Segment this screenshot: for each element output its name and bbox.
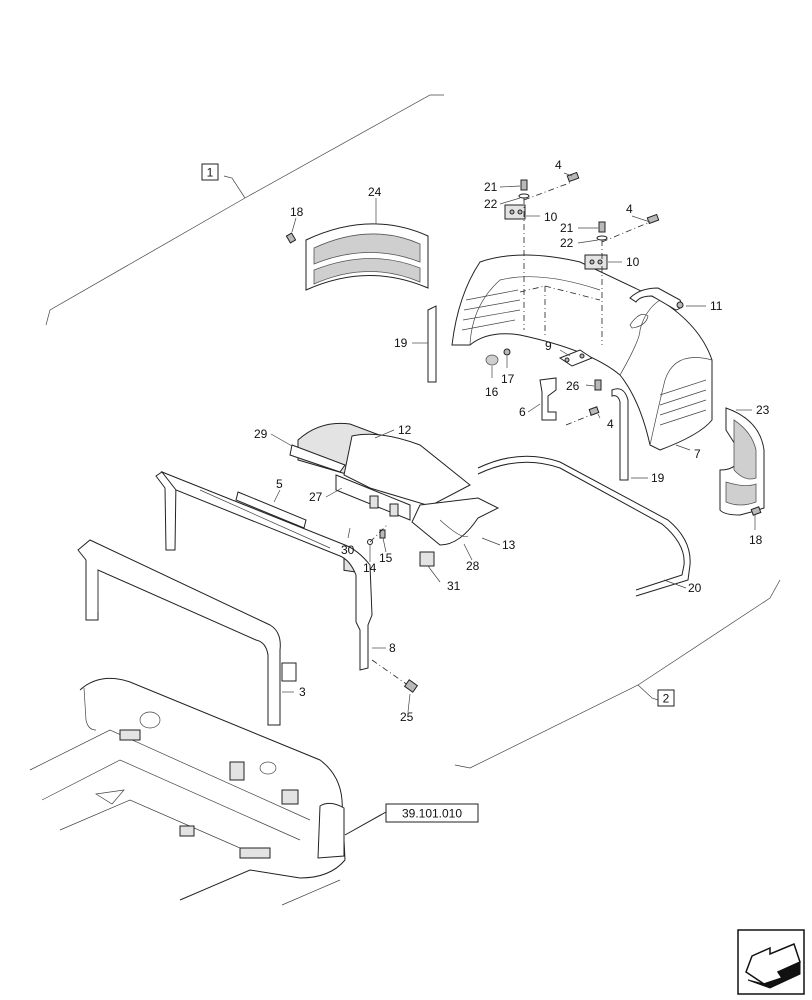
callout-21-mid: 21 [560,221,574,235]
callout-8: 8 [389,641,396,655]
callout-numbers: 4 21 22 10 4 21 22 10 11 24 18 19 9 16 1… [254,158,770,724]
seal-strip-left [427,305,437,383]
callout-11: 11 [710,299,723,313]
callout-22-mid: 22 [560,236,574,250]
callout-16: 16 [485,385,499,399]
support-frame-outer [77,539,297,726]
callout-box-2: 2 [657,689,675,707]
callout-31: 31 [447,579,461,593]
group-1-boundary [45,94,444,326]
callout-18-right: 18 [749,533,763,547]
rubber-pad-31 [419,551,435,567]
callout-23: 23 [756,403,770,417]
reference-box[interactable]: 39.101.010 [385,803,479,823]
callout-29: 29 [254,427,268,441]
arrow-back-icon[interactable] [737,929,805,995]
callout-7: 7 [694,447,701,461]
callout-21-top: 21 [484,180,498,194]
callout-27: 27 [309,490,323,504]
callout-18-left: 18 [290,205,304,219]
reference-label: 39.101.010 [402,807,462,821]
rubber-stop [485,348,511,366]
pad-mount [335,474,411,521]
bolt-25 [403,679,419,693]
lower-cover [411,497,500,546]
callout-22-top: 22 [484,197,498,211]
bolt-upper [518,171,580,330]
callout-6: 6 [519,405,526,419]
bolt-lower [596,213,660,345]
callout-4-low: 4 [607,417,614,431]
hinge-upper [504,204,526,220]
screw-left [285,232,297,244]
support-frame-inner [155,470,413,689]
group-2-boundary [454,579,781,769]
callout-9: 9 [545,339,552,353]
callout-28: 28 [466,559,480,573]
seal-strip-right [611,388,629,481]
callout-15: 15 [379,551,393,565]
svg-text:1: 1 [207,166,214,180]
hood-vent-right [659,379,707,426]
callout-24: 24 [368,185,382,199]
hinge-lower [584,254,608,270]
top-pad [289,422,471,507]
hood-vent-left [461,289,521,331]
callout-5: 5 [276,477,283,491]
callout-4-mid: 4 [626,202,633,216]
callout-19-right: 19 [651,471,665,485]
callout-17: 17 [501,372,515,386]
trim-strip [235,491,307,529]
callout-26: 26 [566,379,580,393]
callout-4-top: 4 [555,158,562,172]
callout-30: 30 [341,543,355,557]
callout-10-top: 10 [544,210,558,224]
callout-12: 12 [398,423,412,437]
callout-10-mid: 10 [626,255,640,269]
rear-grille-panel [305,223,429,291]
side-grille-panel [719,407,765,516]
svg-text:2: 2 [663,692,670,706]
latch-bracket [558,349,594,367]
fastener-14-15 [367,523,389,545]
edge-seal [477,455,691,597]
screw-right [750,506,762,516]
hood-handle [629,287,684,311]
callout-14: 14 [363,561,377,575]
callout-25: 25 [400,710,414,724]
callout-3: 3 [299,685,306,699]
callout-box-1: 1 [201,163,219,181]
callout-13: 13 [502,538,516,552]
callout-20: 20 [688,581,702,595]
leader-lines [270,172,756,713]
callout-19-left: 19 [394,336,408,350]
machine-base [29,677,346,906]
latch [539,377,602,426]
